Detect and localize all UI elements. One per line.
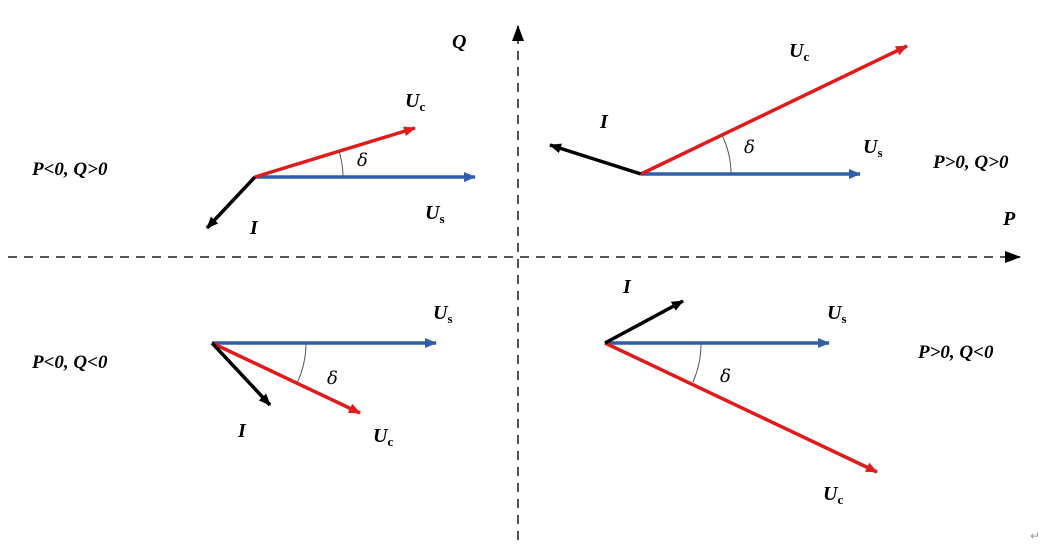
quadrant-top-right: δ Uc Us I P>0, Q>0 [549, 40, 1009, 179]
p-axis-label: P [1002, 208, 1016, 230]
quadrant-top-left: δ Uc Us I P<0, Q>0 [31, 90, 476, 239]
current-label-bl: I [237, 420, 247, 442]
delta-label-tr: δ [744, 137, 755, 158]
current-label-tr: I [599, 111, 609, 133]
return-mark: ↵ [1030, 529, 1040, 543]
delta-label-br: δ [720, 366, 731, 387]
angle-arc-tr [721, 134, 732, 175]
current-vector-bl [210, 341, 272, 407]
angle-arc-tl [338, 150, 344, 178]
us-label-tl: Us [425, 202, 445, 226]
us-label-bl: Us [433, 302, 453, 326]
uc-vector-br [604, 341, 878, 474]
uc-label-tr: Uc [789, 40, 809, 64]
current-vector-br [604, 299, 684, 345]
current-vector-tr [549, 143, 642, 176]
quadrant-label-bl: P<0, Q<0 [31, 352, 108, 373]
uc-vector-tr [640, 44, 908, 176]
uc-vector-bl [211, 341, 361, 415]
quadrant-bottom-left: δ Us Uc I P<0, Q<0 [31, 302, 453, 449]
current-label-br: I [622, 276, 632, 298]
current-vector-tl [205, 175, 257, 230]
quadrant-label-tr: P>0, Q>0 [932, 152, 1009, 173]
uc-vector-tl [254, 126, 416, 179]
q-axis-label: Q [452, 31, 466, 53]
uc-label-tl: Uc [405, 90, 425, 114]
current-label-tl: I [249, 217, 259, 239]
quadrant-label-tl: P<0, Q>0 [31, 159, 108, 180]
angle-arc-bl [296, 342, 307, 384]
uc-label-bl: Uc [373, 425, 393, 449]
us-label-br: Us [827, 302, 847, 326]
quadrant-label-br: P>0, Q<0 [917, 342, 994, 363]
delta-label-tl: δ [357, 150, 368, 171]
angle-arc-br [692, 342, 702, 383]
delta-label-bl: δ [327, 368, 338, 389]
quadrant-bottom-right: δ Us Uc I P>0, Q<0 [604, 276, 994, 507]
uc-label-br: Uc [823, 483, 843, 507]
us-label-tr: Us [863, 136, 883, 160]
